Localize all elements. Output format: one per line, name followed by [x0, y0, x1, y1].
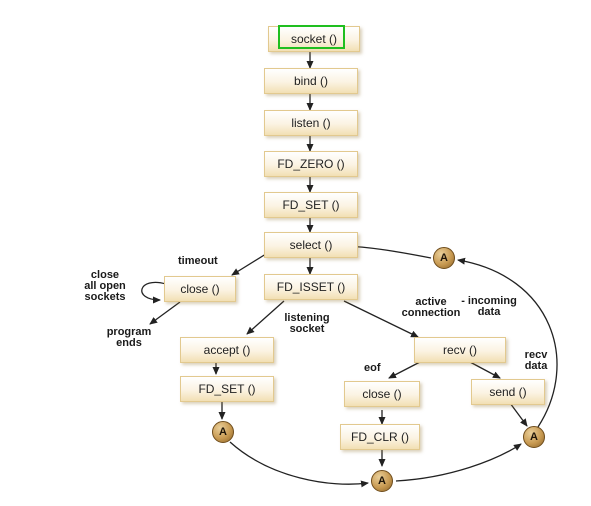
arrow-close-loop	[141, 281, 167, 304]
fd-clr-box[interactable]: FD_CLR ()	[340, 424, 420, 450]
fd-isset-box[interactable]: FD_ISSET ()	[264, 274, 358, 300]
recv-box[interactable]: recv ()	[414, 337, 506, 363]
connector-node-bottom: A	[371, 470, 393, 492]
arrow-recv-close	[388, 361, 421, 379]
incoming-data-label-1: - incoming	[461, 295, 517, 307]
fd-set-bottom-box[interactable]: FD_SET ()	[180, 376, 274, 402]
arrow-node-left-to-bottom	[229, 441, 369, 488]
accept-box[interactable]: accept ()	[180, 337, 274, 363]
fd-zero-box[interactable]: FD_ZERO ()	[264, 151, 358, 177]
close-all-label-3: sockets	[84, 291, 126, 303]
arrow-fdisset-recv	[343, 300, 419, 338]
arrow-fdisset-accept	[246, 300, 285, 335]
close-all-label-2: all open	[84, 280, 126, 292]
eof-label: eof	[364, 362, 381, 374]
close-all-label-1: close	[90, 269, 120, 281]
timeout-label: timeout	[178, 255, 218, 267]
recv-data-label-1: recv	[524, 349, 548, 361]
connector-node-left: A	[212, 421, 234, 443]
program-ends-label-1: program	[106, 326, 152, 338]
bind-box[interactable]: bind ()	[264, 68, 358, 94]
listening-socket-label-1: listening	[284, 312, 330, 324]
arrow-node-right-to-top	[457, 257, 558, 428]
selection-highlight	[278, 25, 345, 49]
active-connection-label-2: connection	[401, 307, 461, 319]
program-ends-label-2: ends	[116, 337, 142, 349]
active-connection-label-1: active	[415, 296, 447, 308]
listen-box[interactable]: listen ()	[264, 110, 358, 136]
incoming-data-label-2: data	[477, 306, 501, 318]
arrow-close-program-ends	[149, 301, 181, 325]
connector-node-top: A	[433, 247, 455, 269]
arrow-select-close	[231, 253, 267, 276]
connector-node-right: A	[523, 426, 545, 448]
fd-set-top-box[interactable]: FD_SET ()	[264, 192, 358, 218]
close-left-box[interactable]: close ()	[164, 276, 236, 302]
send-box[interactable]: send ()	[471, 379, 545, 405]
arrow-node-bottom-to-right	[395, 443, 522, 482]
select-box[interactable]: select ()	[264, 232, 358, 258]
listening-socket-label-2: socket	[289, 323, 325, 335]
close-mid-box[interactable]: close ()	[344, 381, 420, 407]
arrow-send-node	[509, 402, 528, 427]
recv-data-label-2: data	[524, 360, 548, 372]
arrow-recv-send	[469, 361, 501, 379]
